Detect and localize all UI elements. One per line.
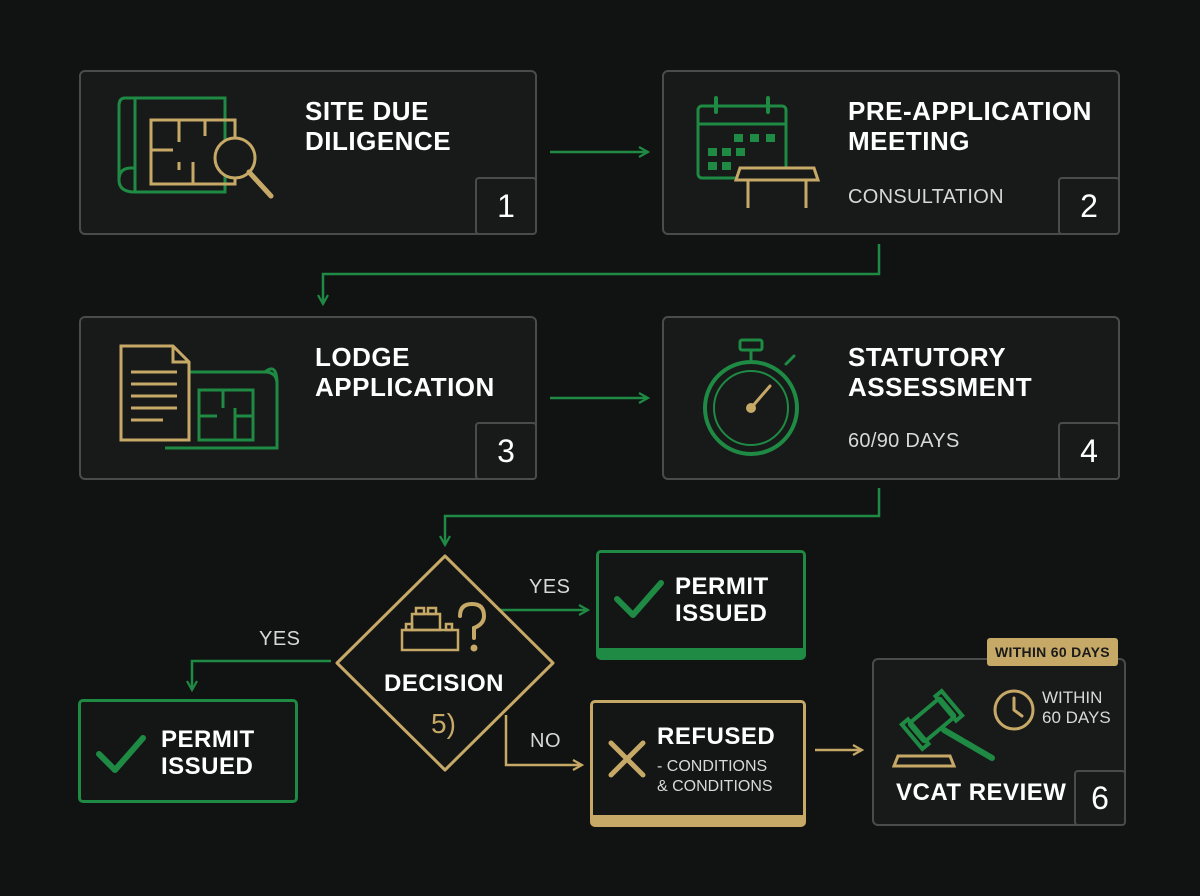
step-3-number: 3 xyxy=(475,422,537,480)
clock-icon xyxy=(993,689,1035,731)
step-1-number: 1 xyxy=(475,177,537,235)
permit-right-title: PERMIT ISSUED xyxy=(675,573,769,627)
yes-left-label: YES xyxy=(259,628,301,650)
gavel-icon xyxy=(892,688,995,768)
arrow-4-5 xyxy=(445,488,881,545)
site-plan-magnifier-icon xyxy=(117,96,274,199)
checkmark-icon xyxy=(614,580,664,618)
no-label: NO xyxy=(530,730,561,752)
arrow-yes-left xyxy=(192,659,331,690)
step-4-subtitle: 60/90 DAYS xyxy=(848,430,960,452)
step-3-title: LODGE APPLICATION xyxy=(315,342,495,402)
cross-icon xyxy=(608,740,646,778)
step-1-box: SITE DUE DILIGENCE 1 xyxy=(79,70,537,235)
permit-issued-left: PERMIT ISSUED xyxy=(78,699,298,803)
decision-number: 5) xyxy=(431,708,456,739)
step-2-box: PRE-APPLICATION MEETING CONSULTATION 2 xyxy=(662,70,1120,235)
arrow-no xyxy=(504,715,582,765)
permit-issued-right: PERMIT ISSUED xyxy=(596,550,806,660)
blocks-question-icon xyxy=(400,601,487,652)
decision-title: DECISION xyxy=(384,670,505,697)
refused-subtitle: - CONDITIONS & CONDITIONS xyxy=(657,758,773,795)
calendar-table-icon xyxy=(696,96,821,208)
checkmark-icon xyxy=(96,735,146,773)
step-2-title: PRE-APPLICATION MEETING xyxy=(848,96,1092,156)
vcat-clock-text: WITHIN 60 DAYS xyxy=(1042,688,1111,727)
refused-title: REFUSED xyxy=(657,723,776,750)
vcat-badge: WITHIN 60 DAYS xyxy=(987,638,1118,666)
step-1-title: SITE DUE DILIGENCE xyxy=(305,96,452,156)
arrow-2-3 xyxy=(323,244,881,304)
step-4-title: STATUTORY ASSESSMENT xyxy=(848,342,1033,402)
vcat-title: VCAT REVIEW xyxy=(896,779,1067,806)
step-2-number: 2 xyxy=(1058,177,1120,235)
vcat-review-box: WITHIN 60 DAYS VCAT REVIEW 6 xyxy=(872,658,1126,826)
step-2-subtitle: CONSULTATION xyxy=(848,186,1004,208)
refused-box: REFUSED - CONDITIONS & CONDITIONS xyxy=(590,700,806,827)
vcat-number: 6 xyxy=(1074,770,1126,826)
stopwatch-icon xyxy=(703,338,799,456)
step-4-box: STATUTORY ASSESSMENT 60/90 DAYS 4 xyxy=(662,316,1120,480)
permit-left-title: PERMIT ISSUED xyxy=(161,726,255,780)
step-4-number: 4 xyxy=(1058,422,1120,480)
yes-right-label: YES xyxy=(529,576,571,598)
step-3-box: LODGE APPLICATION 3 xyxy=(79,316,537,480)
document-plan-icon xyxy=(119,344,279,450)
